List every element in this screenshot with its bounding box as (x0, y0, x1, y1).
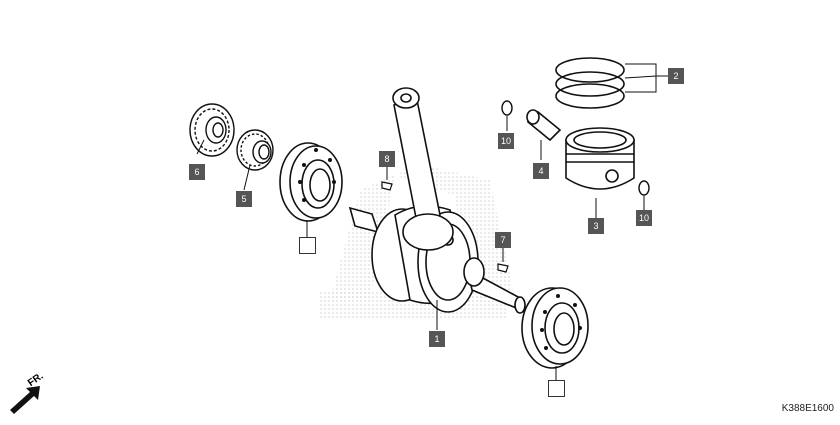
callout-5: 5 (236, 191, 252, 207)
piston-pin-clip-right (638, 180, 650, 196)
gear-5 (236, 129, 274, 171)
callout-10-left: 10 (498, 133, 514, 149)
callout-7: 7 (495, 232, 511, 248)
diagram-code: K388E1600 (781, 403, 834, 414)
callout-6: 6 (189, 164, 205, 180)
connecting-rod (392, 87, 454, 251)
callout-10-right: 10 (636, 210, 652, 226)
piston-pin (526, 109, 562, 142)
leader-lines (196, 63, 668, 382)
callout-2: 2 (668, 68, 684, 84)
piston-pin-clip-left (501, 100, 513, 116)
callout-blank-bearing-left (299, 237, 316, 254)
piston (565, 127, 635, 190)
callout-8: 8 (379, 151, 395, 167)
bearing-left (279, 142, 343, 222)
woodruff-key-8 (381, 181, 393, 191)
piston-rings (555, 57, 625, 109)
gear-6 (189, 103, 235, 157)
bearing-right (521, 287, 589, 369)
callout-3: 3 (588, 218, 604, 234)
callout-4: 4 (533, 163, 549, 179)
callout-blank-bearing-right (548, 380, 565, 397)
front-direction-arrow (10, 386, 40, 414)
callout-1: 1 (429, 331, 445, 347)
woodruff-key-7 (497, 263, 509, 273)
